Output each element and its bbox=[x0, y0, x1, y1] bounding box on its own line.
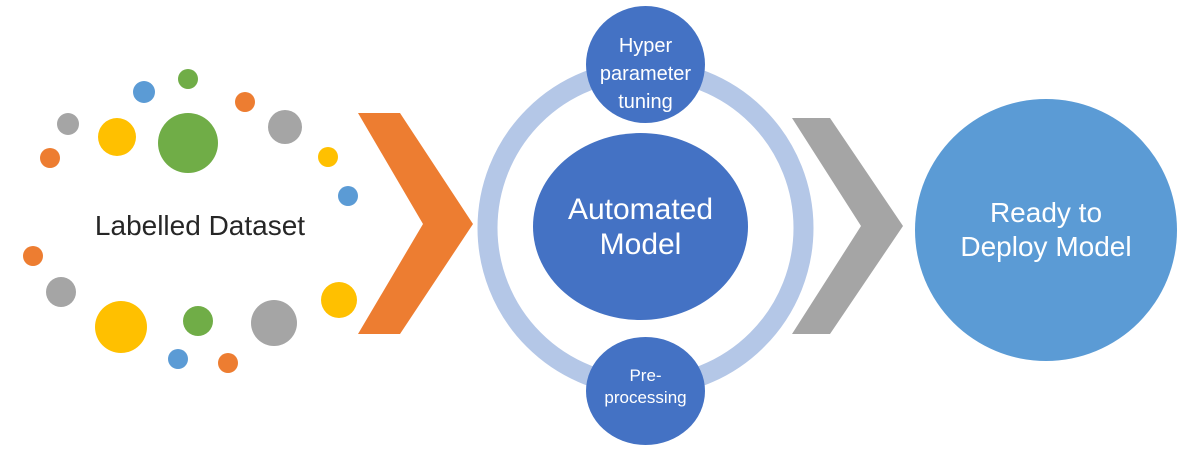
gray-dot-icon bbox=[251, 300, 297, 346]
orange-dot-icon bbox=[23, 246, 43, 266]
hyper-parameter-tuning-node: Hyper parameter tuning bbox=[586, 6, 705, 123]
blue-dot-icon bbox=[338, 186, 358, 206]
orange-dot-icon bbox=[218, 353, 238, 373]
automated-model-node: Automated Model bbox=[533, 133, 748, 320]
ready-to-deploy-line-1: Ready to bbox=[989, 197, 1103, 228]
orange-dot-icon bbox=[235, 92, 255, 112]
automated-model-line-2: Model bbox=[599, 227, 682, 261]
green-dot-icon bbox=[183, 306, 213, 336]
gold-dot-icon bbox=[98, 118, 136, 156]
blue-dot-icon bbox=[133, 81, 155, 103]
gold-dot-icon bbox=[318, 147, 338, 167]
gray-dot-icon bbox=[46, 277, 76, 307]
gold-dot-icon bbox=[321, 282, 357, 318]
chevron-right-icon-orange bbox=[358, 113, 473, 334]
blue-dot-icon bbox=[168, 349, 188, 369]
hyper-parameter-line-1: Hyper bbox=[618, 34, 673, 57]
labelled-dataset-label: Labelled Dataset bbox=[94, 210, 306, 241]
hyper-parameter-line-3: tuning bbox=[618, 90, 673, 113]
automated-model-line-1: Automated bbox=[567, 192, 714, 226]
pre-processing-node: Pre- processing bbox=[586, 337, 705, 445]
ready-to-deploy-line-2: Deploy Model bbox=[960, 231, 1132, 262]
ready-to-deploy-node: Ready to Deploy Model bbox=[915, 99, 1177, 361]
gold-dot-icon bbox=[95, 301, 147, 353]
hyper-parameter-line-2: parameter bbox=[599, 62, 692, 85]
gray-dot-icon bbox=[268, 110, 302, 144]
green-dot-icon bbox=[158, 113, 218, 173]
orange-dot-icon bbox=[40, 148, 60, 168]
gray-dot-icon bbox=[57, 113, 79, 135]
green-dot-icon bbox=[178, 69, 198, 89]
chevron-right-icon-gray bbox=[792, 118, 903, 334]
pre-processing-line-2: processing bbox=[604, 388, 687, 407]
pre-processing-line-1: Pre- bbox=[629, 366, 662, 385]
dataset-dots-icon bbox=[23, 69, 358, 373]
